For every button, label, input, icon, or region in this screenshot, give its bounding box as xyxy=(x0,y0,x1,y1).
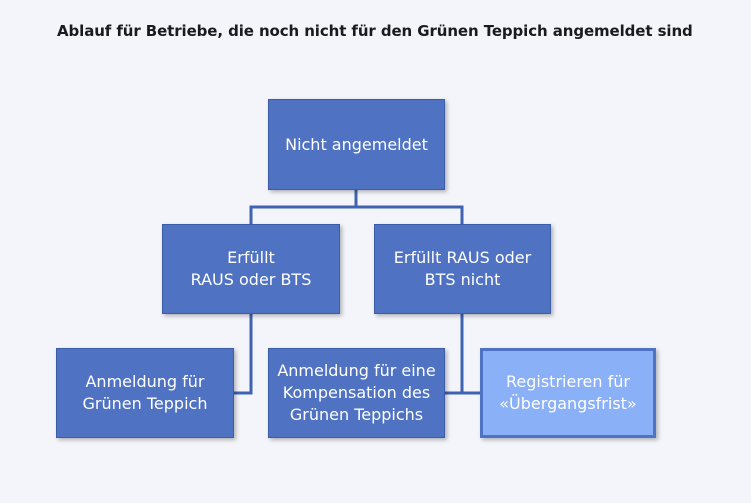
connector-right-to-outcomes xyxy=(445,314,464,395)
connector-root-to-branches xyxy=(249,205,464,224)
connector-left-to-outcome-1 xyxy=(234,314,253,395)
node-erfuellt-raus-oder-bts-nicht: Erfüllt RAUS oder BTS nicht xyxy=(374,224,551,314)
page-title: Ablauf für Betriebe, die noch nicht für … xyxy=(57,22,693,40)
node-anmeldung-gruener-teppich: Anmeldung für Grünen Teppich xyxy=(56,348,234,438)
node-registrieren-uebergangsfrist: Registrieren für «Übergangsfrist» xyxy=(480,348,656,438)
node-erfuellt-raus-oder-bts: Erfüllt RAUS oder BTS xyxy=(162,224,340,314)
node-anmeldung-kompensation: Anmeldung für eine Kompensation des Grün… xyxy=(268,348,445,438)
node-nicht-angemeldet: Nicht angemeldet xyxy=(268,99,445,190)
